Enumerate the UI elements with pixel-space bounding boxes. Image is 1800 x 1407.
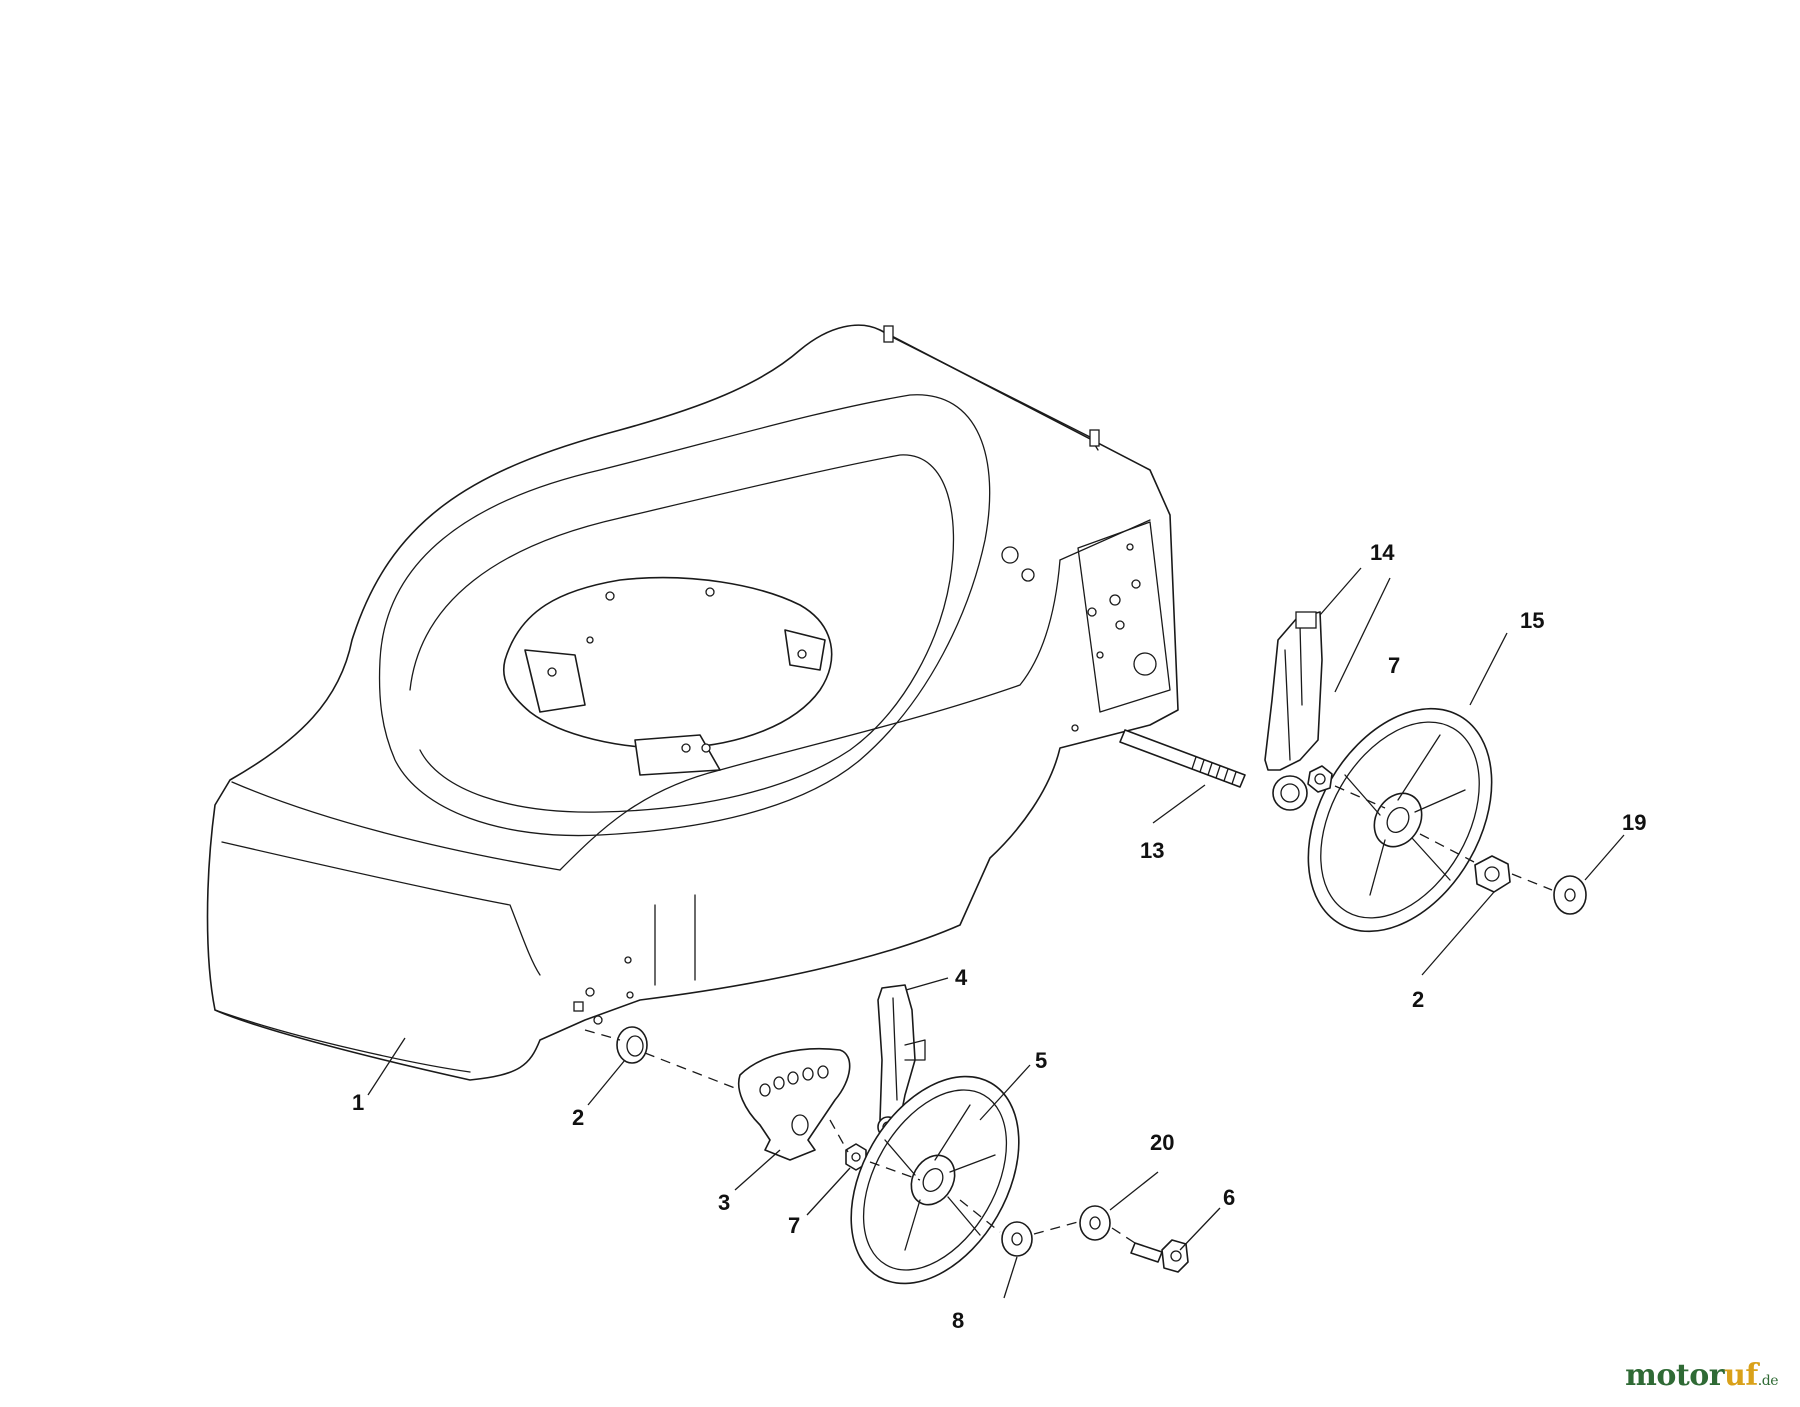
callout-2-rear: 2	[1412, 987, 1424, 1012]
callout-14: 14	[1370, 540, 1395, 565]
callout-4: 4	[955, 965, 968, 990]
rear-wheel	[1307, 707, 1493, 933]
axle-rod	[1119, 729, 1246, 788]
wheel-bolt	[1130, 1239, 1189, 1273]
callout-19: 19	[1622, 810, 1646, 835]
callout-3: 3	[718, 1190, 730, 1215]
callout-5: 5	[1035, 1048, 1047, 1073]
spacer-washer	[1079, 1205, 1111, 1241]
height-adjuster-plate	[738, 1047, 851, 1161]
front-washer	[1001, 1221, 1033, 1257]
callout-labels: 1 2 3 4 5 6 7 7 8 13 14 15 19 20 2	[352, 540, 1646, 1333]
mower-deck-housing	[206, 324, 1179, 1081]
assembly-lines	[584, 785, 1553, 1244]
rear-nut-small	[1307, 765, 1333, 793]
callout-13: 13	[1140, 838, 1164, 863]
rear-washer	[1553, 875, 1587, 915]
callout-1: 1	[352, 1090, 364, 1115]
callout-2-front: 2	[572, 1105, 584, 1130]
callout-20: 20	[1150, 1130, 1174, 1155]
site-watermark: motoruf.de	[1625, 1358, 1778, 1393]
watermark-part-b: uf	[1724, 1358, 1758, 1393]
watermark-part-a: motor	[1625, 1358, 1725, 1393]
rear-height-lever	[1264, 611, 1323, 811]
watermark-tld: .de	[1757, 1373, 1779, 1389]
leader-lines	[367, 567, 1625, 1299]
callout-8: 8	[952, 1308, 964, 1333]
callout-7-front: 7	[788, 1213, 800, 1238]
rear-wheel-nut	[1474, 855, 1511, 893]
front-wheel	[850, 1075, 1020, 1285]
front-bushing	[616, 1026, 648, 1064]
callout-7-rear: 7	[1388, 653, 1400, 678]
callout-6: 6	[1223, 1185, 1235, 1210]
callout-15: 15	[1520, 608, 1544, 633]
